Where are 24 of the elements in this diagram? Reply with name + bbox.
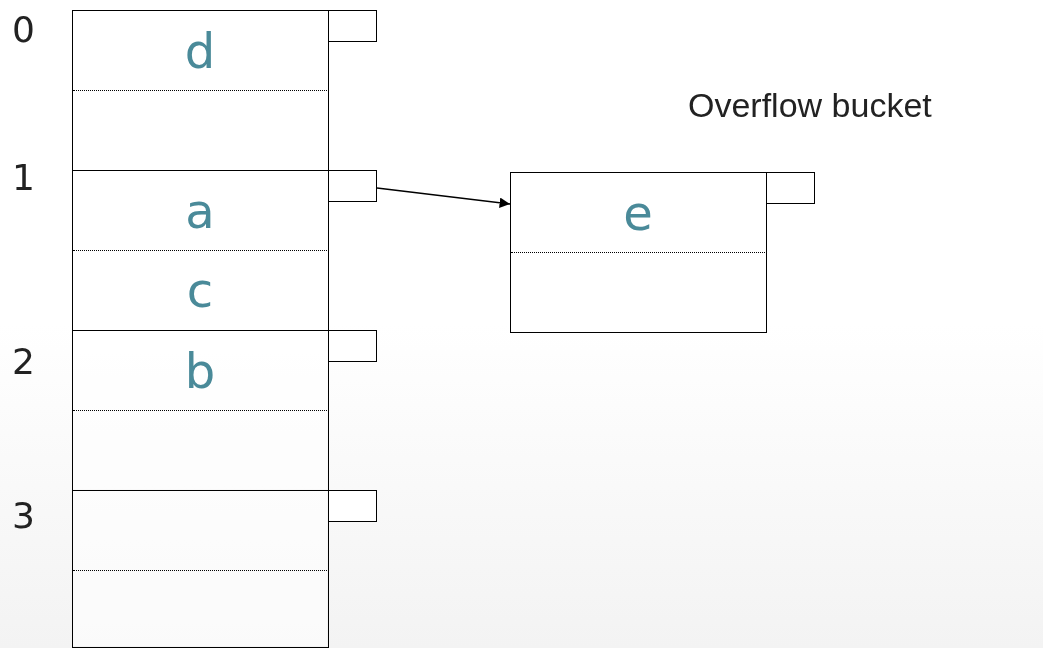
record-key: e bbox=[623, 188, 653, 237]
record-key: d bbox=[184, 26, 216, 75]
pointer-box bbox=[328, 10, 377, 42]
record-key: b bbox=[184, 346, 216, 395]
bucket-number: 3 bbox=[12, 498, 35, 534]
bucket-heading: Overflow bucket bbox=[688, 88, 932, 122]
pointer-box bbox=[328, 170, 377, 202]
pointer-box bbox=[766, 172, 815, 204]
bucket-number: 1 bbox=[12, 160, 35, 196]
slot-box bbox=[73, 491, 327, 570]
record-key: c bbox=[186, 266, 214, 314]
bucket-box bbox=[72, 10, 329, 171]
arrow bbox=[376, 187, 511, 208]
bucket-number: 2 bbox=[12, 344, 35, 380]
bucket-number: 0 bbox=[12, 12, 35, 48]
pointer-box bbox=[328, 490, 377, 522]
slot-box bbox=[73, 570, 327, 646]
bucket-box bbox=[72, 330, 329, 491]
bucket-box bbox=[72, 490, 329, 648]
slot-box bbox=[73, 410, 327, 489]
bucket-box bbox=[72, 170, 329, 331]
pointer-box bbox=[328, 330, 377, 362]
record-key: a bbox=[185, 186, 215, 235]
bucket-box bbox=[510, 172, 767, 333]
